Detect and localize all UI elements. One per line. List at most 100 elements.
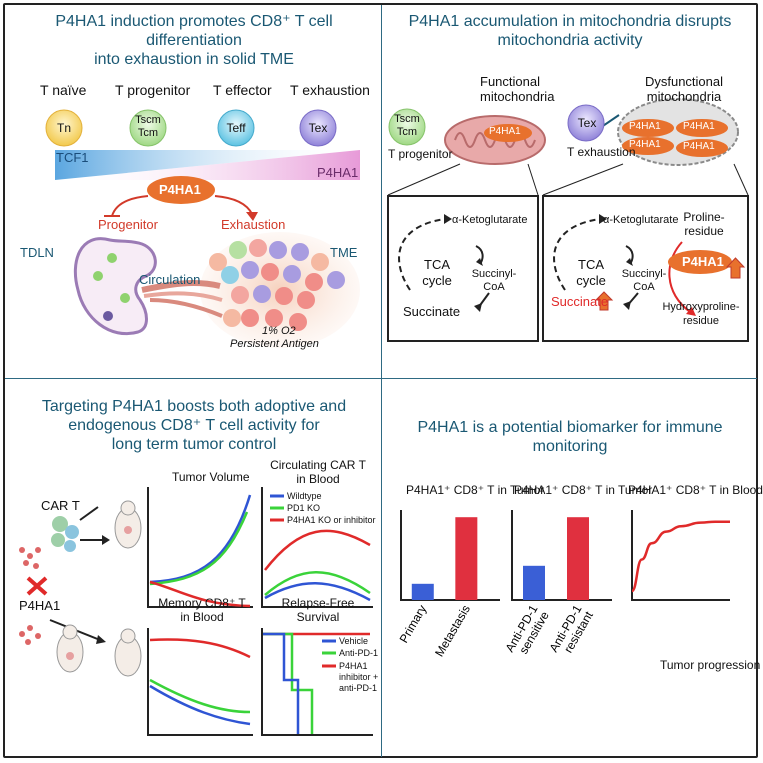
functional-box xyxy=(387,195,539,342)
label-line: P4HA1 xyxy=(339,661,368,671)
label-line: TCA xyxy=(424,257,450,272)
cell-tex-label: Tex xyxy=(577,116,597,130)
legend-label: Wildtype xyxy=(287,491,322,501)
title-line: Memory CD8⁺ T xyxy=(158,596,246,610)
tme-cells xyxy=(209,239,345,331)
legend-label: Vehicle xyxy=(339,636,369,646)
title-line: in Blood xyxy=(180,610,224,624)
bar-1 xyxy=(567,517,589,600)
title-line: Relapse-Free xyxy=(281,596,355,610)
series-line xyxy=(630,520,730,593)
cell-tex xyxy=(299,109,337,147)
mouse-icon xyxy=(114,628,142,677)
mouse-icon xyxy=(114,500,142,549)
category-label: Primary xyxy=(397,603,430,646)
p4ha1-mito-node xyxy=(484,124,532,142)
title-line: Survival xyxy=(296,610,340,624)
bar-0 xyxy=(523,565,545,600)
title-line: P4HA1 is a potential biomarker for immun… xyxy=(417,419,723,436)
cell-tex xyxy=(567,104,605,142)
lymph-node-cells xyxy=(93,253,130,321)
title-line: Circulating CAR T xyxy=(270,458,366,472)
succinyl-coa-label: Succinyl- CoA xyxy=(470,268,518,294)
vertical-divider xyxy=(381,5,382,757)
cell-line: Tscm xyxy=(135,114,161,126)
legend-label: Anti-PD-1 xyxy=(339,648,379,658)
arrowhead xyxy=(474,303,482,312)
progenitor-label: Progenitor xyxy=(98,217,158,232)
proline-label: Proline- residue xyxy=(678,210,730,238)
akg-label: α-Ketoglutarate xyxy=(603,214,679,226)
horizontal-divider xyxy=(5,378,757,379)
cell-tscm-tcm xyxy=(388,108,426,146)
tca-cycle-arc xyxy=(553,218,601,291)
tca-cycle-arc xyxy=(398,218,446,291)
arrow xyxy=(79,506,99,521)
panel-title: P4HA1 accumulation in mitochondria disru… xyxy=(384,12,756,50)
p4ha1-cluster-label: P4HA1 xyxy=(629,139,661,150)
series-line-pd1 xyxy=(264,571,371,596)
figure-frame xyxy=(3,3,758,758)
chart-title: Tumor Volume xyxy=(172,470,250,484)
functional-label: Functional mitochondria xyxy=(480,74,554,104)
bar-0 xyxy=(411,583,434,600)
close-icon xyxy=(26,576,48,596)
succinate-label: Succinate xyxy=(403,304,461,319)
panel-title: P4HA1 induction promotes CD8⁺ T cell dif… xyxy=(8,12,380,69)
car-t-label: CAR T xyxy=(41,498,80,513)
p4ha1-cluster-label: P4HA1 xyxy=(629,121,661,132)
series-line-p4ha1 xyxy=(264,529,371,571)
vessel xyxy=(143,291,223,302)
title-line: mitochondria activity xyxy=(497,32,643,49)
label-line: residue xyxy=(682,315,720,327)
cell-line: Tcm xyxy=(137,127,159,139)
title-line: in Blood xyxy=(296,472,340,486)
label-line: Succinyl- xyxy=(621,268,667,280)
tcf1-label: TCF1 xyxy=(56,150,89,165)
p4ha1-knockout-label: P4HA1 xyxy=(19,598,61,613)
antigen-label: Persistent Antigen xyxy=(230,338,319,350)
label-line: cycle xyxy=(422,273,452,288)
label-line: mitochondria xyxy=(646,89,722,104)
label-line: TCA xyxy=(578,257,604,272)
label-line: CoA xyxy=(633,281,655,293)
arrowhead xyxy=(599,214,607,224)
cell-tn xyxy=(45,109,83,147)
p4ha1-node xyxy=(147,176,215,204)
label-line: Hydroxyproline- xyxy=(662,301,740,313)
legend-label: P4HA1 KO or inhibitor xyxy=(287,515,376,525)
label-line: Functional xyxy=(480,74,540,89)
arrowhead xyxy=(626,258,633,266)
legend-label: P4HA1 inhibitor + anti-PD-1 xyxy=(339,661,378,694)
t-exhaustion-label: T exhaustion xyxy=(567,145,636,159)
chart-memory-cd8 xyxy=(147,628,253,736)
vessel xyxy=(149,298,223,318)
stage-header-naive: T naïve xyxy=(40,82,87,98)
p4ha1-mito-label: P4HA1 xyxy=(489,126,521,137)
p4ha1-cluster-label: P4HA1 xyxy=(683,141,715,152)
p4ha1-gradient xyxy=(55,150,360,180)
series-line-p4ha1 xyxy=(149,580,251,608)
x-axis-label: Tumor progression xyxy=(660,658,761,672)
panel-title: P4HA1 is a potential biomarker for immun… xyxy=(384,418,756,456)
title-line: into exhaustion in solid TME xyxy=(94,51,294,68)
bar-1 xyxy=(455,517,478,600)
hydroxylation-arrow xyxy=(668,241,691,313)
tdln-label: TDLN xyxy=(20,245,54,260)
promote-arrowhead xyxy=(246,212,258,221)
arrowhead xyxy=(102,535,110,545)
promote-arrow xyxy=(214,195,253,215)
title-line: P4HA1 accumulation in mitochondria disru… xyxy=(408,13,732,30)
title-line: P4HA1 induction promotes CD8⁺ T cell dif… xyxy=(55,13,333,49)
arrowhead xyxy=(444,214,452,224)
circulation-label: Circulation xyxy=(139,272,201,287)
zoom-line xyxy=(542,163,624,196)
tca-cycle-label: TCA cycle xyxy=(569,257,613,289)
chart-relapse-free xyxy=(261,628,373,736)
chart-title: P4HA1⁺ CD8⁺ T in Blood xyxy=(628,483,763,497)
t-progenitor-label: T progenitor xyxy=(388,147,453,161)
label-line: Succinyl- xyxy=(471,268,517,280)
